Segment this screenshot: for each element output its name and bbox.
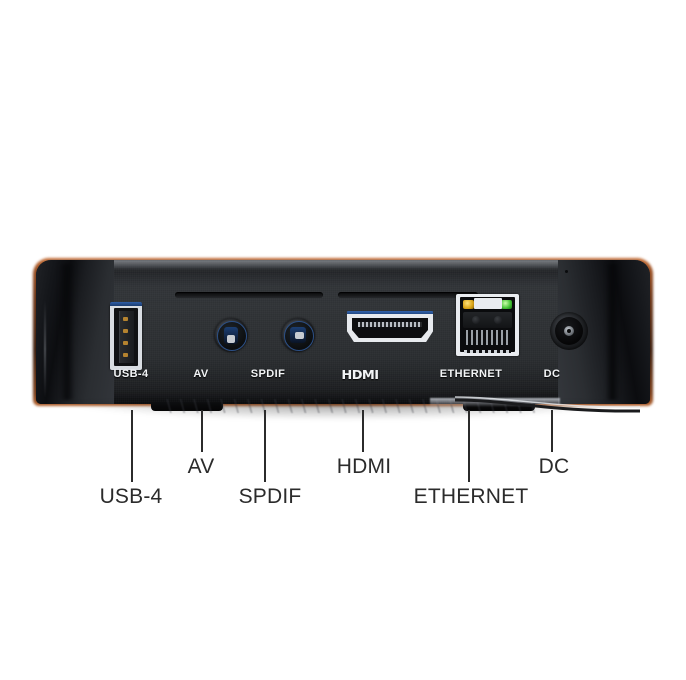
- silkscreen-label-ethernet: ETHERNET: [439, 368, 503, 380]
- callout-label-usb-4: USB-4: [99, 485, 163, 508]
- leader-line-usb-4: [131, 410, 133, 482]
- screw-hole-dot: [565, 270, 568, 273]
- leader-line-ethernet: [468, 410, 470, 482]
- tv-box-device: USB-4 AV SPDIF HDMI ETHERNET DC: [33, 256, 653, 411]
- cable-shadow-curve: [455, 396, 640, 413]
- ethernet-inner-block: [463, 312, 512, 328]
- usb-pin: [123, 317, 128, 321]
- silkscreen-label-spdif: SPDIF: [250, 368, 286, 380]
- ethernet-inner-dot: [472, 316, 480, 324]
- hdmi-port: [347, 311, 433, 342]
- hdmi-port-top-trim: [347, 311, 433, 315]
- usb-port-tongue: [119, 311, 134, 363]
- device-left-gloss: [59, 264, 75, 400]
- vent-slot-left: [175, 292, 323, 298]
- dc-power-port: [550, 312, 588, 350]
- silkscreen-label-hdmi: HDMI: [341, 368, 379, 382]
- av-jack-port: [214, 318, 248, 352]
- usb-port: [110, 302, 142, 370]
- av-jack-pin: [227, 335, 235, 343]
- ethernet-link-led-icon: [463, 300, 474, 309]
- usb-pin: [123, 329, 128, 333]
- ethernet-activity-led-icon: [501, 300, 512, 309]
- callout-label-spdif: SPDIF: [238, 485, 302, 508]
- ethernet-latch-slot: [474, 298, 502, 309]
- device-left-edge-highlight: [44, 300, 46, 398]
- callout-label-hdmi: HDMI: [336, 455, 392, 478]
- leader-line-dc: [551, 410, 553, 452]
- usb-pin: [123, 341, 128, 345]
- dc-port-pin-core: [567, 329, 571, 333]
- device-left-corner: [36, 260, 114, 404]
- leader-line-spdif: [264, 410, 266, 482]
- callout-label-ethernet: ETHERNET: [413, 485, 529, 508]
- hdmi-port-contacts: [358, 322, 422, 327]
- silkscreen-label-av: AV: [193, 368, 209, 380]
- ethernet-pin-fins: [466, 330, 509, 345]
- device-top-bevel: [45, 260, 641, 269]
- hdmi-port-cavity: [352, 318, 428, 338]
- leader-line-hdmi: [362, 410, 364, 452]
- silkscreen-label-dc: DC: [543, 368, 561, 380]
- leader-line-av: [201, 410, 203, 452]
- spdif-jack-pin: [295, 332, 304, 339]
- ethernet-bottom-contacts: [464, 350, 511, 353]
- usb-pin: [123, 353, 128, 357]
- vent-slot-right: [338, 292, 478, 298]
- callout-label-av: AV: [187, 455, 215, 478]
- device-foot-left: [151, 402, 223, 411]
- callout-label-dc: DC: [538, 455, 570, 478]
- usb-port-top-trim: [110, 302, 142, 306]
- ethernet-port: [456, 294, 519, 356]
- ethernet-inner-dot: [494, 316, 502, 324]
- silkscreen-label-usb: USB-4: [113, 368, 149, 380]
- device-right-gloss: [605, 264, 620, 400]
- spdif-jack-port: [281, 318, 315, 352]
